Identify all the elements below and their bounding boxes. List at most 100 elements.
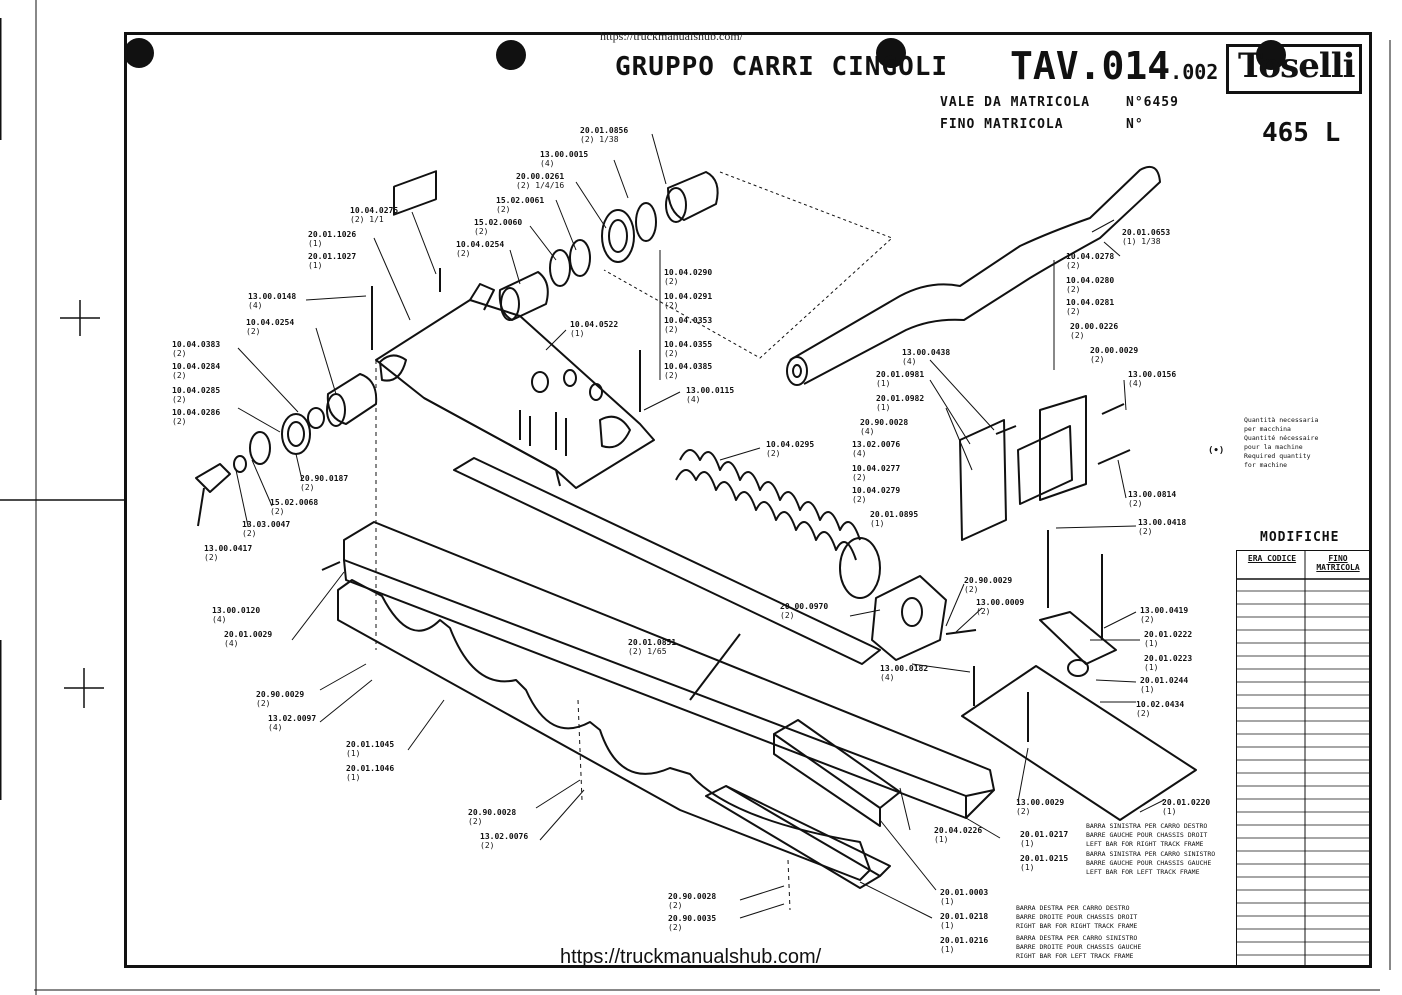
part-label: 20.01.0003(1)	[940, 888, 988, 906]
part-qty: (1)	[1140, 685, 1155, 694]
part-label: 10.04.0254(2)	[456, 240, 504, 258]
part-number: 10.04.0355	[664, 340, 713, 349]
quantity-legend: Quantità necessaria per macchina Quantit…	[1244, 416, 1319, 469]
part-label: 13.02.0097(4)	[268, 714, 316, 732]
part-number: 20.01.0653	[1122, 228, 1171, 237]
drawing-frame	[124, 32, 1372, 968]
bushing-group-top	[498, 171, 719, 321]
recoil-spring	[675, 449, 881, 599]
shaft-outline-dashed	[603, 171, 893, 359]
part-label: 10.04.0279(2)	[852, 486, 900, 504]
part-qty: (2)	[204, 553, 219, 562]
part-qty: (2)	[270, 507, 285, 516]
part-number: 10.04.0275	[350, 206, 399, 215]
drawing-title: GRUPPO CARRI CINGOLI	[615, 52, 949, 82]
part-number: 10.04.0353	[664, 316, 713, 325]
source-url-top[interactable]: https://truckmanualshub.com/	[600, 29, 743, 43]
brand-logo-text: Toselli	[1238, 46, 1356, 86]
guide-rail-short	[773, 719, 901, 827]
part-qty: (1)	[308, 261, 323, 270]
part-number: 13.00.0417	[204, 544, 253, 553]
part-qty: (2)	[1066, 285, 1081, 294]
part-qty: (1)	[1020, 863, 1035, 872]
part-number: 10.04.0280	[1066, 276, 1115, 285]
part-qty: (4)	[880, 673, 895, 682]
part-label: 20.90.0187(2)	[300, 474, 348, 492]
part-qty: (1)	[876, 379, 891, 388]
part-label: 13.00.0029(2)	[1016, 798, 1064, 816]
part-qty: (2)	[480, 841, 495, 850]
part-qty: (2)	[300, 483, 315, 492]
part-qty: (2)	[1066, 307, 1081, 316]
part-qty: (2)	[964, 585, 979, 594]
part-number: 20.01.0218	[940, 912, 989, 921]
part-qty: (2)	[1138, 527, 1153, 536]
part-label: 10.04.0275(2) 1/1	[350, 206, 398, 224]
part-number: 13.00.0115	[686, 386, 735, 395]
part-qty: (1)	[940, 945, 955, 954]
punch-hole-icon	[496, 40, 526, 70]
part-label: 13.00.0814(2)	[1128, 490, 1176, 508]
part-qty: (2)	[1066, 261, 1081, 270]
bar-note: BARRA SINISTRA PER CARRO SINISTRO BARRE …	[1086, 850, 1216, 876]
part-number: 20.01.0215	[1020, 854, 1069, 863]
part-qty: (2)	[852, 495, 867, 504]
part-label: 13.00.0115(4)	[686, 386, 734, 404]
part-qty: (2)	[1128, 499, 1143, 508]
valid-to-label: FINO MATRICOLA	[940, 117, 1064, 132]
part-label: 20.90.0029(2)	[256, 690, 304, 708]
part-qty: (1)	[346, 773, 361, 782]
part-label: 13.00.0419(2)	[1140, 606, 1188, 624]
part-number: 20.90.0035	[668, 914, 717, 923]
bar-note: BARRA SINISTRA PER CARRO DESTRO BARRE GA…	[1086, 822, 1208, 848]
part-label: 20.01.0981(1)	[876, 370, 924, 388]
part-number: 20.00.0029	[1090, 346, 1139, 355]
part-label: 10.04.0291(2)	[664, 292, 712, 310]
part-label: 10.04.0383(2)	[172, 340, 220, 358]
part-number: 10.04.0277	[852, 464, 901, 473]
part-label: 20.01.1046(1)	[346, 764, 394, 782]
part-label: 20.01.1026(1)	[308, 230, 356, 248]
part-label: 13.00.0156(4)	[1128, 370, 1176, 388]
part-number: 20.90.0028	[468, 808, 517, 817]
part-label: 15.02.0061(2)	[496, 196, 544, 214]
part-number: 15.02.0060	[474, 218, 523, 227]
part-label: 13.00.0417(2)	[204, 544, 252, 562]
part-qty: (2)	[664, 301, 679, 310]
part-qty: (4)	[248, 301, 263, 310]
part-label: 20.00.0261(2) 1/4/16	[516, 172, 564, 190]
part-number: 13.00.0148	[248, 292, 297, 301]
part-number: 10.04.0279	[852, 486, 901, 495]
part-label: 15.02.0060(2)	[474, 218, 522, 236]
part-number: 13.00.0120	[212, 606, 261, 615]
part-number: 10.04.0522	[570, 320, 619, 329]
part-label: 13.00.0182(4)	[880, 664, 928, 682]
part-qty: (2)	[766, 449, 781, 458]
part-label: 20.90.0028(2)	[668, 892, 716, 910]
part-number: 20.01.0982	[876, 394, 925, 403]
part-qty: (2)	[1140, 615, 1155, 624]
part-number: 10.02.0434	[1136, 700, 1185, 709]
part-qty: (2)	[664, 349, 679, 358]
part-number: 20.01.0223	[1144, 654, 1193, 663]
bar-note: BARRA DESTRA PER CARRO DESTRO BARRE DROI…	[1016, 904, 1138, 930]
part-number: 10.04.0254	[246, 318, 295, 327]
part-qty: (2) 1/38	[580, 135, 619, 144]
part-qty: (4)	[224, 639, 239, 648]
part-qty: (2)	[668, 901, 683, 910]
part-qty: (2)	[1016, 807, 1031, 816]
part-number: 13.02.0097	[268, 714, 317, 723]
part-label: 10.04.0284(2)	[172, 362, 220, 380]
part-qty: (1)	[876, 403, 891, 412]
part-label: 13.00.0148(4)	[248, 292, 296, 310]
part-label: 13.00.0418(2)	[1138, 518, 1186, 536]
source-url-bottom[interactable]: https://truckmanualshub.com/	[560, 946, 822, 968]
part-number: 20.01.0217	[1020, 830, 1069, 839]
part-number: 20.01.0244	[1140, 676, 1189, 685]
part-label: 20.90.0028(2)	[468, 808, 516, 826]
part-qty: (2)	[780, 611, 795, 620]
assembly-axis-dashed	[787, 859, 791, 911]
part-label: 20.01.0218(1)	[940, 912, 988, 930]
part-number: 20.01.1045	[346, 740, 395, 749]
part-qty: (2) 1/1	[350, 215, 384, 224]
